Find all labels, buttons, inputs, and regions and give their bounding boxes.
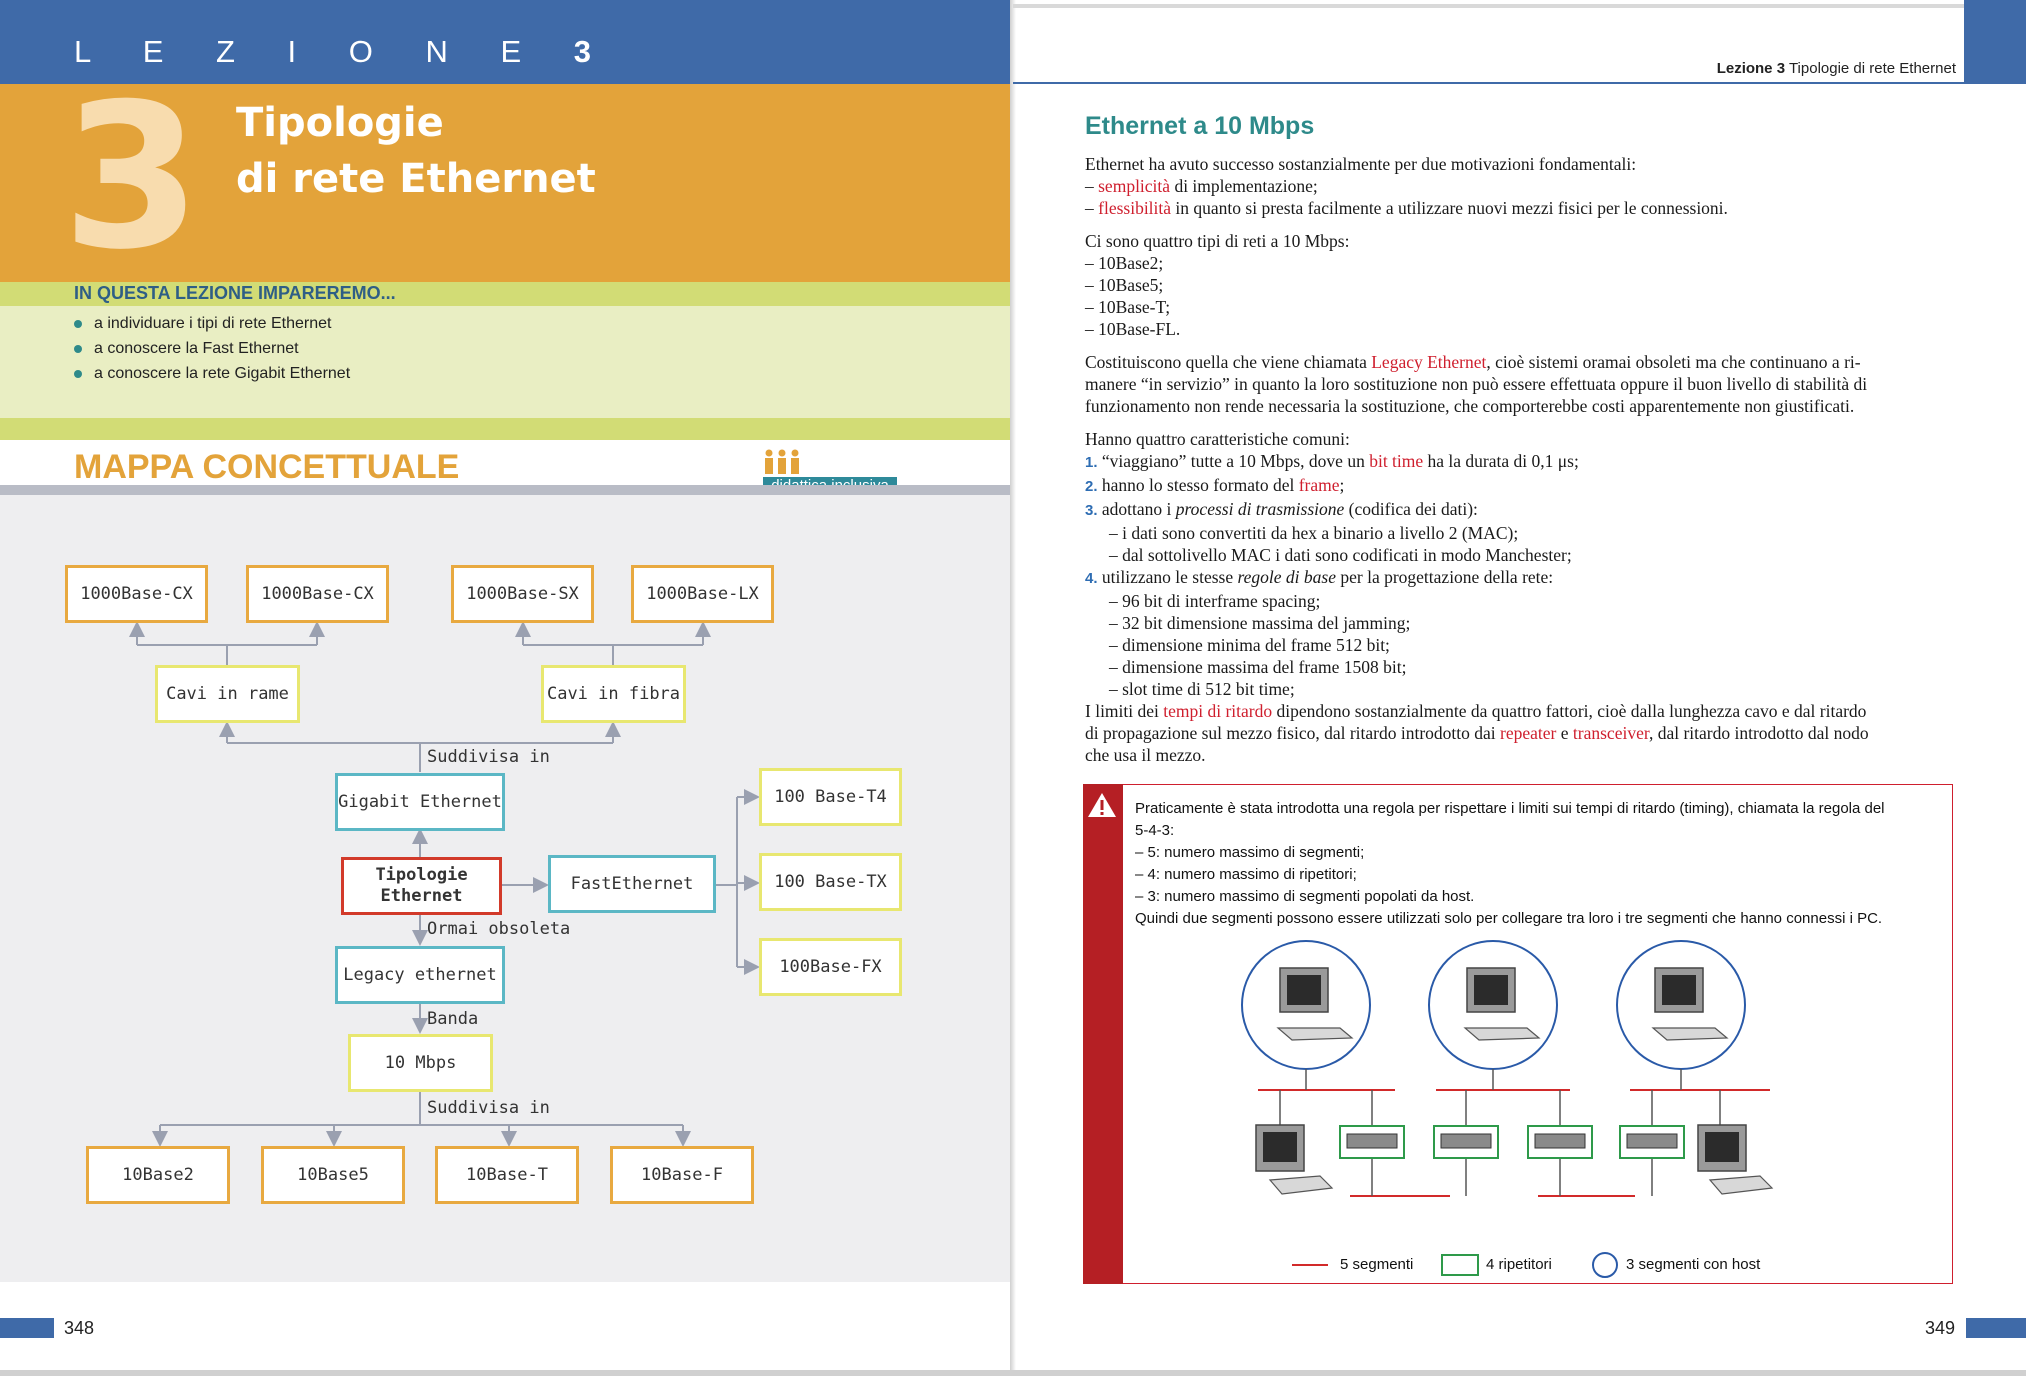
legend-hosts: 3 segmenti con host [1626, 1256, 1761, 1273]
map-node-1000base-cx: 1000Base-CX [65, 565, 208, 623]
concept-map-rule [0, 485, 1013, 495]
concept-map-title: MAPPA CONCETTUALE [74, 448, 460, 486]
map-node-100base-tx: 100 Base-TX [759, 853, 902, 911]
learn-heading-bar [0, 282, 1013, 306]
legend-repeater-box [1441, 1254, 1479, 1276]
map-node-1000base-lx: 1000Base-LX [631, 565, 774, 623]
repeater-icon [1433, 1125, 1499, 1159]
paragraph-legacy: Costituiscono quella che viene chiamata … [1085, 352, 1868, 416]
map-label-obsoleta: Ormai obsoleta [427, 919, 571, 939]
spine-shadow [1010, 0, 1016, 1376]
learn-item: a conoscere la rete Gigabit Ethernet [74, 365, 350, 383]
host-group-1 [1241, 940, 1371, 1070]
map-label-suddivisa-2: Suddivisa in [427, 1098, 550, 1118]
learn-box [0, 306, 1013, 418]
people-icon [765, 449, 799, 474]
map-node-center: Tipologie Ethernet [341, 857, 502, 915]
warning-text: Praticamente è stata introdotta una rego… [1135, 800, 1885, 927]
map-node-10base-t: 10Base-T [435, 1146, 579, 1204]
top-rule [1013, 4, 1964, 8]
computer-icon [1697, 1124, 1774, 1195]
concept-map-connectors [129, 621, 760, 1147]
lesson-header-bar [0, 0, 1013, 84]
lesson-big-number: 3 [62, 61, 202, 294]
bullet-icon [74, 344, 82, 353]
learn-item: a individuare i tipi di rete Ethernet [74, 315, 331, 333]
map-node-legacy: Legacy ethernet [335, 946, 505, 1004]
paragraph-types: Ci sono quattro tipi di reti a 10 Mbps: … [1085, 231, 1350, 339]
legend-segments: 5 segmenti [1340, 1256, 1414, 1273]
bullet-icon [74, 369, 82, 378]
map-node-1000base-cx: 1000Base-CX [246, 565, 389, 623]
legend-repeaters: 4 ripetitori [1486, 1256, 1552, 1273]
learn-box-bottom [0, 418, 1013, 440]
map-node-cavi-rame: Cavi in rame [155, 665, 300, 723]
keyboard-icon [1276, 1027, 1354, 1041]
warning-icon [1088, 793, 1116, 817]
map-node-gigabit: Gigabit Ethernet [335, 773, 505, 831]
lesson-title-line1: Tipologie [236, 100, 444, 146]
right-header-bar [1964, 0, 2026, 84]
lesson-title-line2: di rete Ethernet [236, 156, 596, 202]
section-title: Ethernet a 10 Mbps [1085, 112, 1315, 140]
legend-segment-line [1292, 1264, 1328, 1266]
warning-strip [1083, 784, 1123, 1284]
map-node-100base-t4: 100 Base-T4 [759, 768, 902, 826]
repeater-icon [1619, 1125, 1685, 1159]
keyboard-icon [1651, 1027, 1729, 1041]
learn-heading: IN QUESTA LEZIONE IMPAREREMO... [74, 283, 396, 303]
map-label-suddivisa: Suddivisa in [427, 747, 550, 767]
map-node-1000base-sx: 1000Base-SX [451, 565, 594, 623]
page-bottom-edge [0, 1370, 2026, 1376]
keyboard-icon [1463, 1027, 1541, 1041]
lesson-label: L E Z I O N E 3 [74, 34, 592, 69]
map-label-banda: Banda [427, 1009, 479, 1029]
map-node-100base-fx: 100Base-FX [759, 938, 902, 996]
title-band [0, 84, 1013, 282]
learn-item: a conoscere la Fast Ethernet [74, 340, 299, 358]
map-node-10base-f: 10Base-F [610, 1146, 754, 1204]
page-number-right: 349 [1925, 1318, 1956, 1338]
map-node-fastethernet: FastEthernet [548, 855, 716, 913]
map-node-10base5: 10Base5 [261, 1146, 405, 1204]
running-head: Lezione 3 Tipologie di rete Ethernet [1716, 60, 1956, 77]
page-number-bar [1966, 1318, 2026, 1338]
repeater-icon [1339, 1125, 1405, 1159]
paragraph-motivations: Ethernet ha avuto successo sostanzialmen… [1085, 154, 1728, 218]
page-number-bar [0, 1318, 54, 1338]
map-node-cavi-fibra: Cavi in fibra [541, 665, 686, 723]
map-node-10base2: 10Base2 [86, 1146, 230, 1204]
page-number-left: 348 [64, 1318, 95, 1338]
host-group-3 [1616, 940, 1746, 1070]
network-543-diagram [1241, 940, 1774, 1197]
map-node-10mbps: 10 Mbps [348, 1034, 493, 1092]
legend-host-circle [1592, 1252, 1618, 1278]
paragraph-delays: I limiti dei tempi di ritardo dipendono … [1085, 701, 1869, 765]
running-head-rule [1013, 82, 1964, 84]
host-group-2 [1428, 940, 1558, 1070]
repeater-icon [1527, 1125, 1593, 1159]
paragraph-characteristics: Hanno quattro caratteristiche comuni: 1.… [1085, 429, 1579, 699]
computer-icon [1255, 1124, 1334, 1195]
bullet-icon [74, 319, 82, 328]
